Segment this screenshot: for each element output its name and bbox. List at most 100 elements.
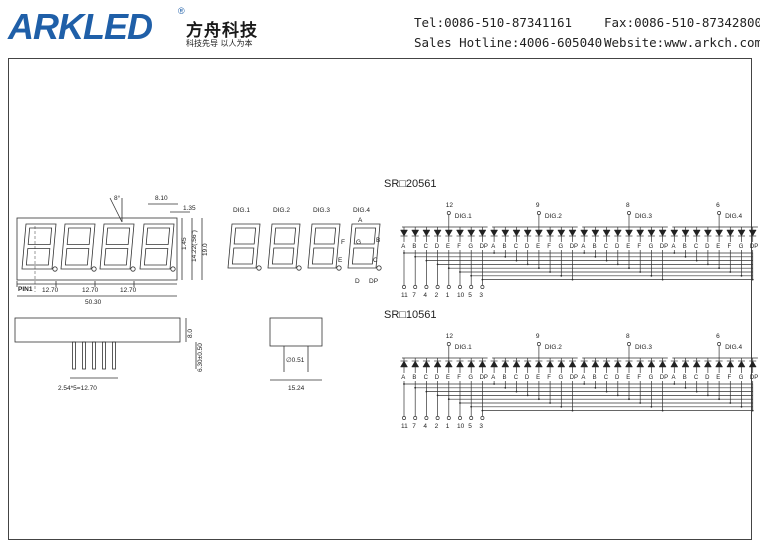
common-pin-number: 12 [446, 202, 454, 209]
diode-symbol [444, 229, 453, 237]
diode-symbol [580, 229, 589, 237]
digit-upper-window [27, 227, 53, 245]
pin [102, 341, 106, 370]
pin1-label: PIN1 [18, 286, 33, 293]
dim-angle: 8° [114, 194, 121, 202]
diode-symbol [591, 360, 600, 368]
segment-letter: E [536, 375, 540, 381]
diode-symbol [602, 360, 611, 368]
diode-symbol [737, 360, 746, 368]
diode-symbol [715, 229, 724, 237]
common-pin-number: 12 [446, 333, 454, 340]
decimal-point [336, 265, 342, 271]
tel-number: Tel:0086-510-87341161 [414, 15, 573, 30]
diode-symbol [433, 360, 442, 368]
digit-upper-window [273, 227, 297, 245]
diode-symbol [512, 229, 521, 237]
dim-pin-diameter: ∅0.51 [286, 357, 305, 364]
segment-letter: F [637, 244, 641, 250]
segment-letter: E [716, 244, 720, 250]
segment-letter: E [626, 375, 630, 381]
segment-letter: B [503, 244, 507, 250]
segment-letter: B [683, 244, 687, 250]
pin-terminal [446, 211, 451, 215]
pin-terminal [435, 416, 440, 420]
segment-letter: F [547, 375, 551, 381]
segment-letter: G [649, 244, 654, 250]
pin-terminal [458, 416, 462, 420]
diode-symbol [613, 229, 622, 237]
segment-letter: G [468, 375, 473, 381]
digit-upper-window [66, 227, 92, 245]
digit-lower-window [311, 247, 335, 265]
segment-view [227, 223, 382, 271]
diode-symbol [523, 360, 532, 368]
segment-letter: B [412, 375, 416, 381]
segment-letter: G [739, 375, 744, 381]
side-body [14, 317, 181, 343]
diode-symbol [534, 360, 543, 368]
dim-gap: 1.35 [183, 205, 196, 212]
digit-outline [227, 223, 261, 269]
bottom-pin-number: 5 [468, 292, 472, 299]
dim-pitch-1: 12.70 [42, 287, 59, 294]
diode-symbol [625, 229, 633, 237]
bottom-pin-number: 2 [435, 423, 439, 430]
diode-symbol [501, 360, 510, 368]
segment-label-d: D [355, 278, 360, 285]
digit-upper-window [233, 227, 257, 245]
pin-terminal [469, 285, 474, 289]
segment-letter: A [401, 244, 405, 250]
pin [92, 341, 96, 370]
diode-symbol [546, 229, 555, 237]
bottom-pin-number: 2 [435, 292, 439, 299]
segment-letter: A [491, 375, 495, 381]
pin-terminal [402, 285, 406, 289]
dim-depth: 15.24 [288, 385, 305, 392]
segment-letter: DP [480, 244, 488, 250]
segment-letter: D [615, 375, 620, 381]
diode-symbol [692, 360, 701, 368]
decimal-point [170, 266, 176, 272]
digit-outline [307, 223, 341, 269]
diode-symbol [490, 360, 499, 368]
diode-symbol [703, 229, 712, 237]
segment-letter: DP [480, 375, 488, 381]
diode-symbol [602, 229, 611, 237]
segment-label-c: C [373, 257, 378, 264]
bottom-pin-number: 10 [457, 292, 465, 299]
pin [72, 341, 76, 370]
segment-letter: DP [750, 375, 758, 381]
digit-label: DIG.3 [635, 344, 652, 351]
diode-symbol [422, 360, 431, 368]
common-pin-number: 9 [536, 202, 540, 209]
decimal-point [256, 265, 262, 271]
diode-symbol [670, 360, 679, 368]
digit-label: DIG.4 [725, 213, 742, 220]
bottom-pin-number: 11 [401, 423, 408, 430]
pin-terminal [446, 342, 451, 346]
decimal-point [376, 265, 382, 271]
pin-terminal [458, 285, 462, 289]
pin [82, 341, 86, 370]
dim-top-width: 8.10 [155, 195, 168, 202]
digit-lower-window [64, 248, 90, 266]
diode-symbol [411, 360, 420, 368]
bottom-pin-number: 1 [446, 292, 450, 299]
segment-letter: E [536, 244, 540, 250]
digit-label: DIG.1 [455, 213, 472, 220]
segment-letter: D [615, 244, 620, 250]
diode-symbol [715, 360, 724, 368]
diode-symbol [636, 229, 645, 237]
segment-letter: C [514, 375, 519, 381]
segment-letter: F [457, 375, 461, 381]
segment-letter: DP [660, 375, 668, 381]
diode-symbol [636, 360, 645, 368]
segment-letter: G [649, 375, 654, 381]
bottom-pin-number: 7 [412, 423, 416, 430]
company-logo: ARKLED [8, 6, 153, 47]
diode-symbol [444, 360, 453, 368]
digit-lower-window [103, 248, 129, 266]
segment-letter: A [581, 375, 585, 381]
